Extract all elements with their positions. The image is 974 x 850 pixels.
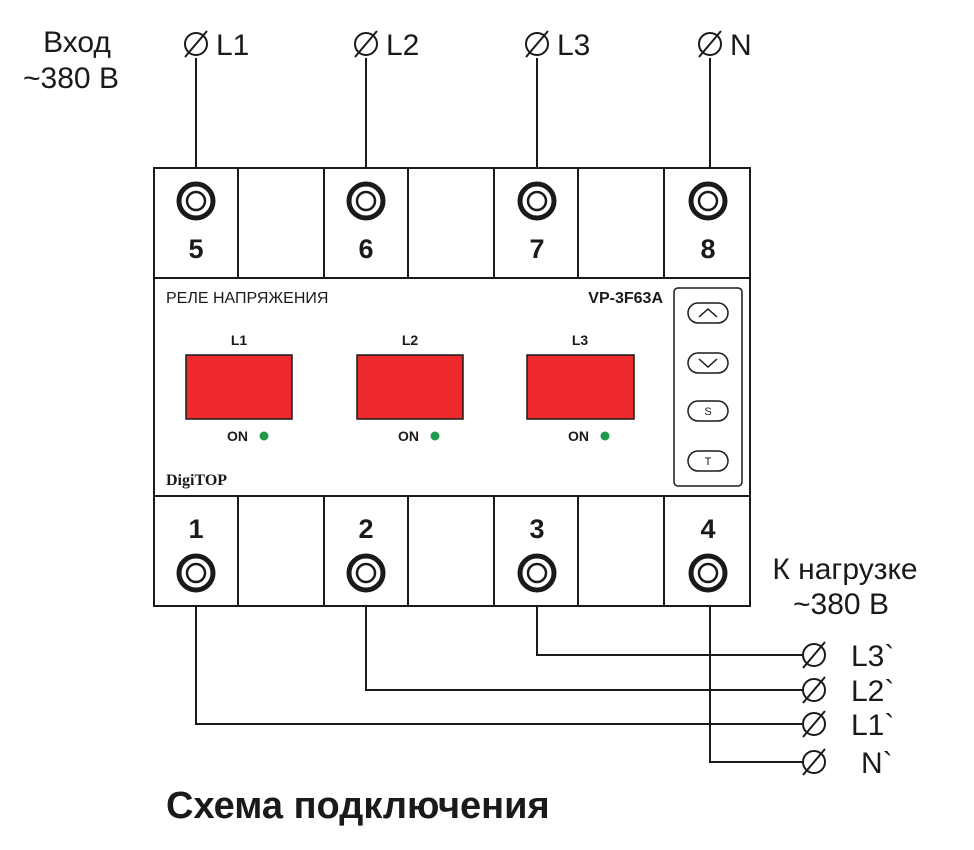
down-button[interactable] <box>687 352 729 374</box>
down-chevron-icon <box>698 358 718 369</box>
bottom-terminal-block <box>153 495 751 607</box>
output-label-line1: К нагрузке <box>772 553 917 586</box>
output-line-label: L3` <box>851 640 894 673</box>
terminal-symbol-icon <box>698 30 722 58</box>
input-terminal-L2: L2 <box>354 29 419 62</box>
input-terminal-L1: L1 <box>184 29 249 62</box>
channel-label: L2 <box>402 332 419 348</box>
brand-logo: DigiTOP <box>166 472 227 489</box>
input-wires <box>195 58 711 168</box>
time-button-label: T <box>705 456 712 468</box>
input-terminal-label: N <box>730 29 752 62</box>
screw-icon <box>688 181 728 221</box>
terminal-symbol-icon <box>184 30 208 58</box>
terminal-symbol-icon <box>802 710 826 738</box>
terminal-number: 8 <box>700 234 715 264</box>
input-terminal-label: L3 <box>557 29 590 62</box>
channel-L2: L2 ON <box>356 332 464 444</box>
channel-L3: L3 ON <box>526 332 635 444</box>
input-terminal-L3: L3 <box>525 29 590 62</box>
up-button[interactable] <box>687 302 729 324</box>
screw-icon <box>346 181 386 221</box>
time-button[interactable]: T <box>687 450 729 472</box>
output-terminal-L1: L1` <box>802 709 894 742</box>
relay-device: 5 6 7 8 РЕЛЕ НАПРЯЖЕНИЯ VP-3F63A L1 ON L… <box>153 167 751 607</box>
screw-icon <box>176 553 216 593</box>
output-wires <box>195 606 802 763</box>
terminal-number: 7 <box>529 234 544 264</box>
screw-icon <box>517 181 557 221</box>
screw-icon <box>346 553 386 593</box>
terminal-number: 2 <box>358 514 373 544</box>
display-L2 <box>356 354 464 420</box>
display-L1 <box>185 354 293 420</box>
led-icon <box>259 431 269 441</box>
output-line-label: N` <box>861 747 893 780</box>
terminal-number: 1 <box>188 514 203 544</box>
terminal-symbol-icon <box>802 641 826 669</box>
led-icon <box>430 431 440 441</box>
led-icon <box>600 431 610 441</box>
input-terminal-N: N <box>698 29 752 62</box>
up-chevron-icon <box>698 307 718 318</box>
screw-icon <box>688 553 728 593</box>
input-label-line1: Вход <box>43 26 111 59</box>
channel-status: ON <box>568 428 589 444</box>
input-terminal-label: L2 <box>386 29 419 62</box>
button-panel: S T <box>673 287 743 487</box>
bottom-screws <box>176 553 728 593</box>
output-terminal-L3: L3` <box>802 640 894 673</box>
terminal-number: 5 <box>188 234 203 264</box>
screw-icon <box>517 553 557 593</box>
display-L3 <box>526 354 635 420</box>
terminal-symbol-icon <box>354 30 378 58</box>
terminal-number: 3 <box>529 514 544 544</box>
top-terminal-block <box>153 167 751 279</box>
output-label-line2: ~380 В <box>793 588 889 621</box>
output-terminal-L2: L2` <box>802 675 894 708</box>
terminal-symbol-icon <box>525 30 549 58</box>
device-name: РЕЛЕ НАПРЯЖЕНИЯ <box>166 290 328 307</box>
terminal-symbol-icon <box>802 676 826 704</box>
screw-icon <box>176 181 216 221</box>
channel-L1: L1 ON <box>185 332 293 444</box>
terminal-symbol-icon <box>802 748 826 776</box>
output-line-label: L2` <box>851 675 894 708</box>
set-button-label: S <box>704 406 711 418</box>
terminal-number: 6 <box>358 234 373 264</box>
channel-status: ON <box>398 428 419 444</box>
input-label-line2: ~380 В <box>23 62 119 95</box>
channel-label: L1 <box>231 332 248 348</box>
top-screws <box>176 181 728 221</box>
device-model: VP-3F63A <box>588 290 663 307</box>
channel-label: L3 <box>572 332 589 348</box>
diagram-caption: Схема подключения <box>166 785 550 827</box>
set-button[interactable]: S <box>687 400 729 422</box>
output-terminal-N: N` <box>802 747 893 780</box>
terminal-number: 4 <box>700 514 715 544</box>
input-terminal-label: L1 <box>216 29 249 62</box>
channel-status: ON <box>227 428 248 444</box>
output-line-label: L1` <box>851 709 894 742</box>
